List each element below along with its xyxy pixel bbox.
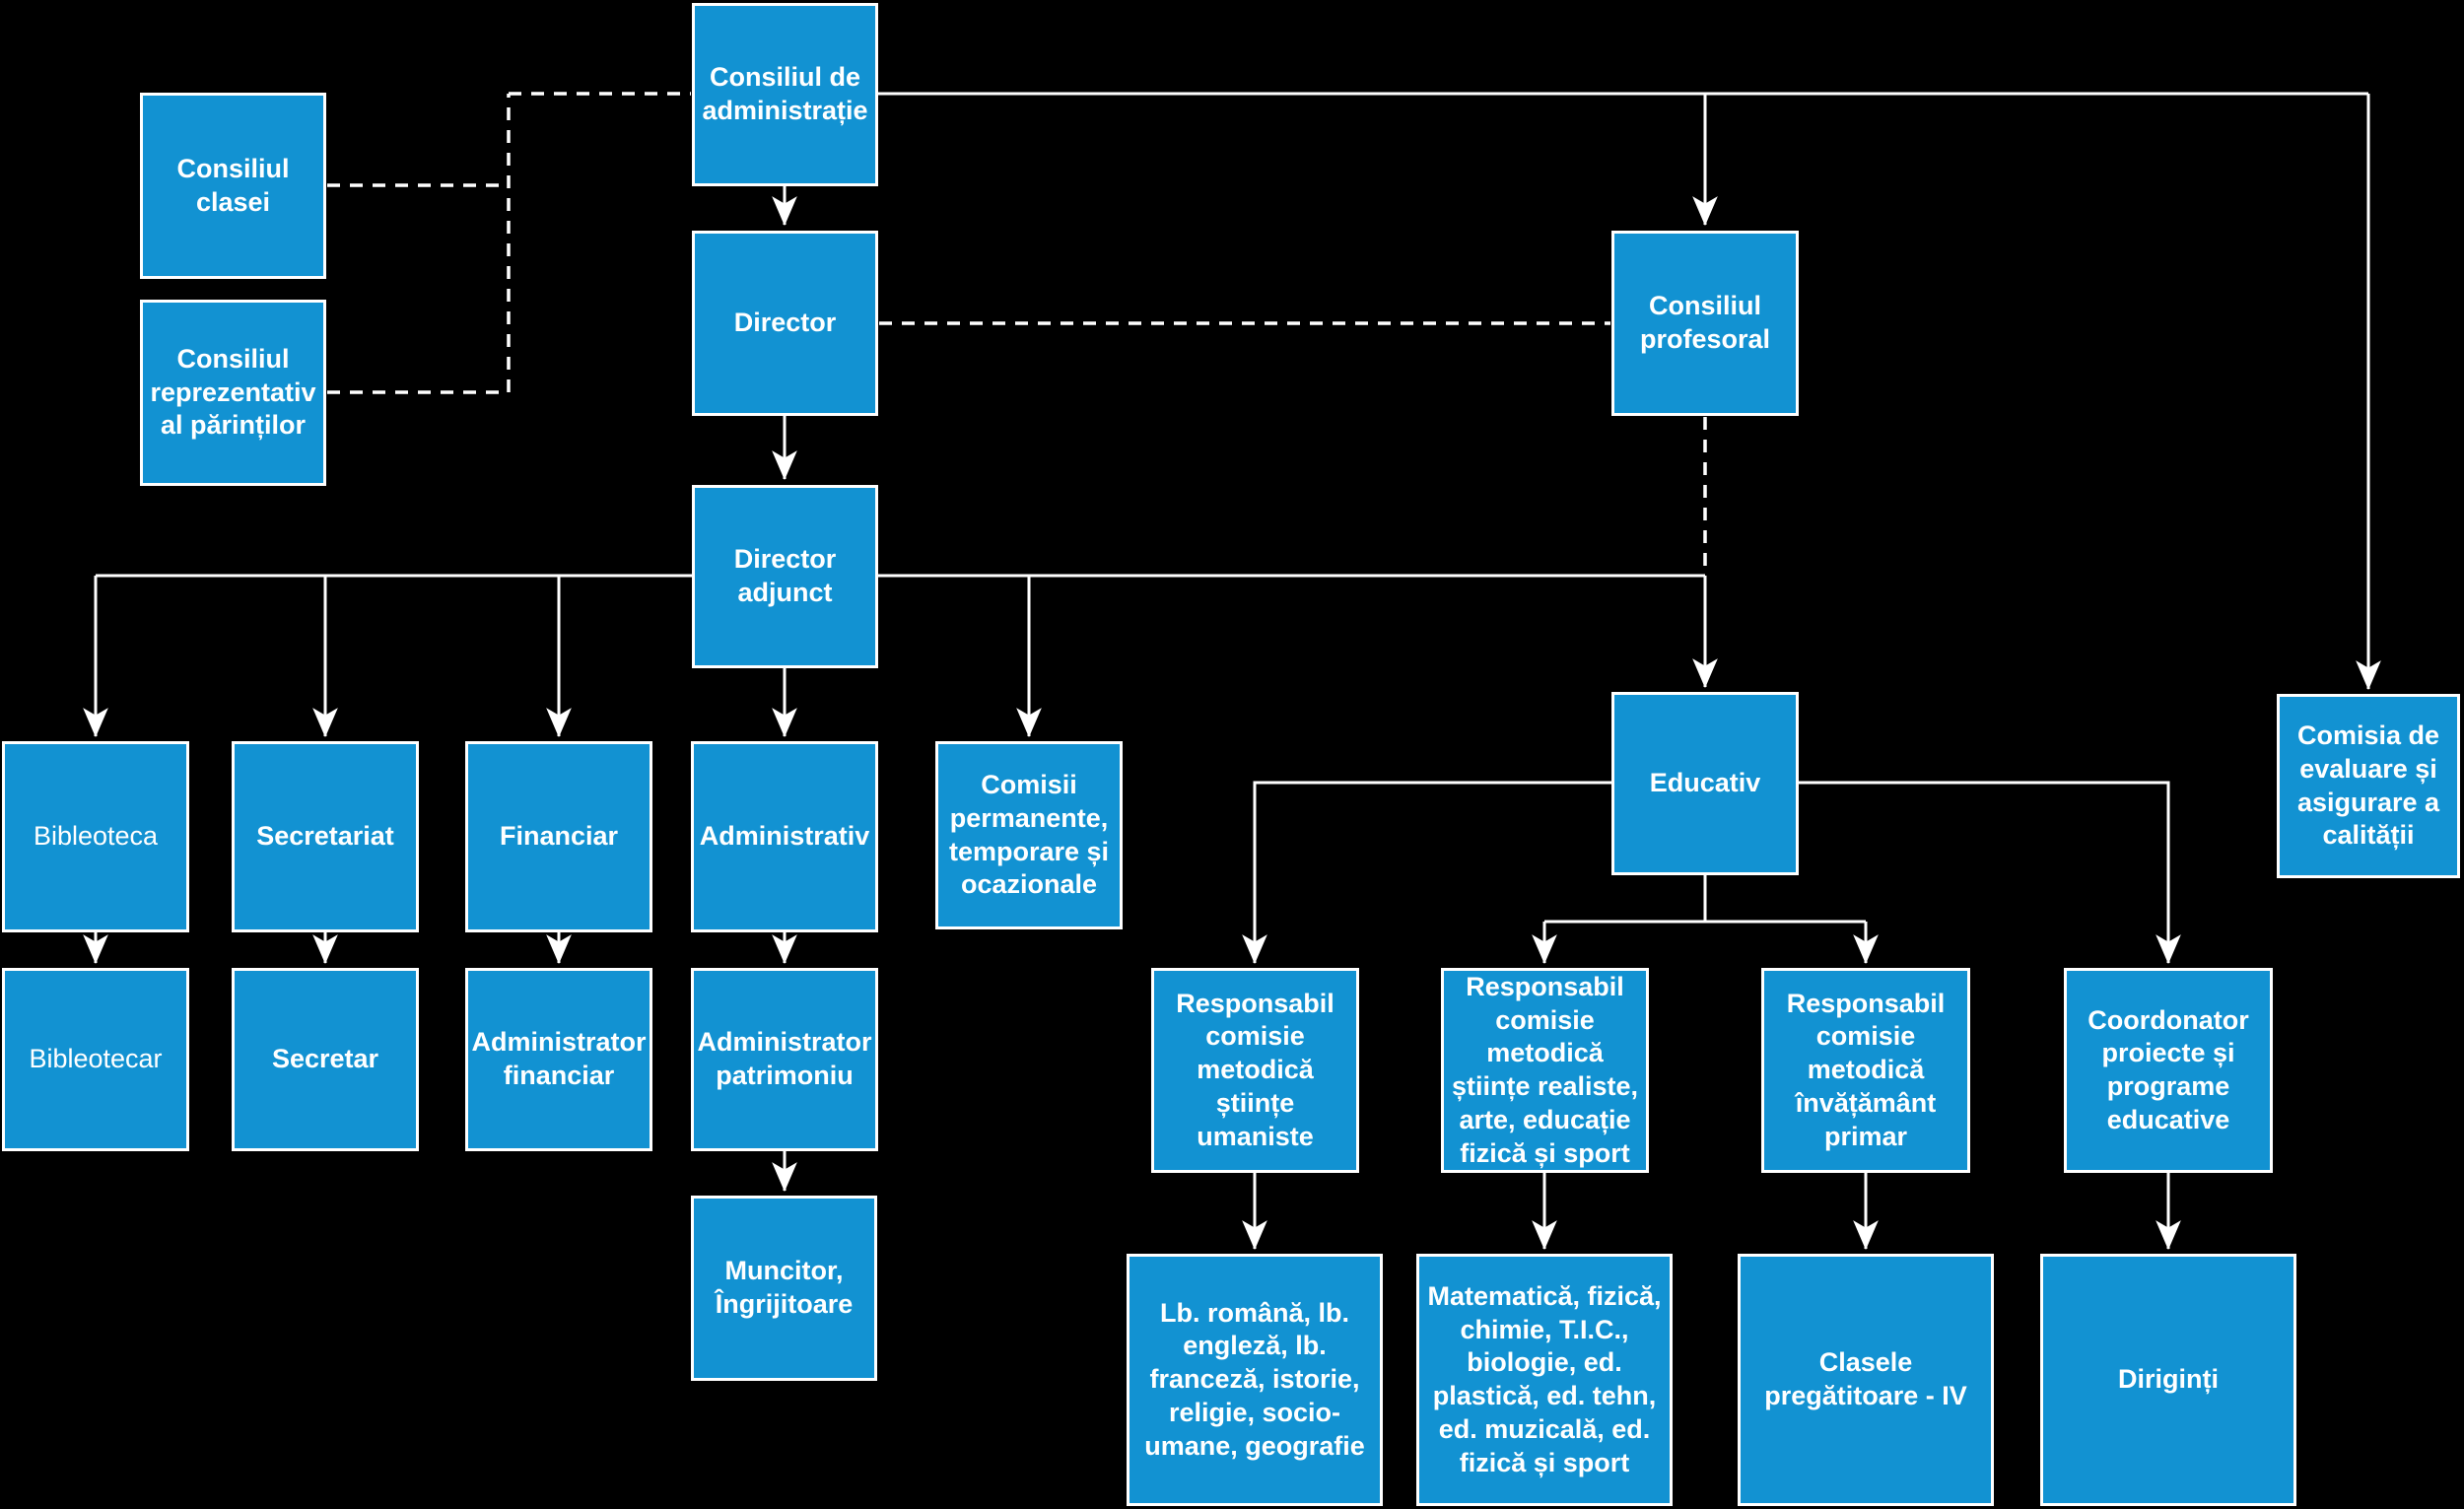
edge-educativ-bottom-stem <box>1544 875 1866 924</box>
node-label: Consiliul profesoral <box>1639 291 1771 354</box>
node-label: Financiar <box>499 821 619 852</box>
node-secretariat: Secretariat <box>232 741 419 932</box>
node-label: Responsabil comisie metodică științe uma… <box>1176 988 1335 1151</box>
node-label: Secretar <box>271 1044 379 1074</box>
node-label: Secretariat <box>256 821 394 852</box>
node-label: Bibleotecar <box>29 1044 163 1074</box>
node-label: Consiliul clasei <box>176 153 290 217</box>
node-consiliul-reprezentativ-parinti: Consiliul reprezentativ al părinților <box>140 300 326 486</box>
node-label: Director <box>733 308 837 338</box>
node-comisii-permanente: Comisii permanente, temporare și ocazion… <box>935 741 1123 929</box>
node-muncitor-ingrijitoare: Muncitor, Îngrijitoare <box>691 1196 877 1381</box>
node-label: Comisia de evaluare și asigurare a calit… <box>2296 720 2440 851</box>
node-consiliul-clasei: Consiliul clasei <box>140 93 326 279</box>
node-label: Comisii permanente, temporare și ocazion… <box>948 770 1110 900</box>
node-comisia-evaluare: Comisia de evaluare și asigurare a calit… <box>2277 694 2460 878</box>
node-bibleoteca: Bibleoteca <box>2 741 189 932</box>
node-label: Administrator financiar <box>471 1027 647 1090</box>
node-label: Lb. română, lb. engleză, lb. franceză, i… <box>1144 1297 1365 1461</box>
node-educativ: Educativ <box>1611 692 1799 875</box>
node-secretar: Secretar <box>232 968 419 1151</box>
node-label: Administrator patrimoniu <box>697 1027 872 1090</box>
node-label: Diriginți <box>2118 1364 2219 1395</box>
node-bibleotecar: Bibleotecar <box>2 968 189 1151</box>
node-label: Responsabil comisie metodică învățământ … <box>1786 988 1946 1151</box>
node-label: Coordonator proiecte și programe educati… <box>2088 1004 2249 1134</box>
node-responsabil-realiste: Responsabil comisie metodică științe rea… <box>1441 968 1649 1173</box>
node-responsabil-primar: Responsabil comisie metodică învățământ … <box>1761 968 1970 1173</box>
node-label: Bibleoteca <box>33 821 159 852</box>
node-administrator-patrimoniu: Administrator patrimoniu <box>691 968 878 1151</box>
node-director: Director <box>692 231 878 416</box>
edge-educativ-respumaniste <box>1242 781 1613 965</box>
node-lb-romana-grup: Lb. română, lb. engleză, lb. franceză, i… <box>1127 1254 1383 1506</box>
node-financiar: Financiar <box>465 741 652 932</box>
node-matematica-grup: Matematică, fizică, chimie, T.I.C., biol… <box>1416 1254 1673 1506</box>
node-label: Consiliul de administrație <box>702 62 868 125</box>
node-director-adjunct: Director adjunct <box>692 485 878 668</box>
node-label: Administrativ <box>699 821 870 852</box>
node-clasele-pregatitoare: Clasele pregătitoare - IV <box>1738 1254 1994 1506</box>
node-diriginti: Diriginți <box>2040 1254 2296 1506</box>
node-responsabil-umaniste: Responsabil comisie metodică științe uma… <box>1151 968 1359 1173</box>
edge-educativ-coordonator <box>1797 781 2181 965</box>
node-label: Muncitor, Îngrijitoare <box>715 1256 854 1319</box>
node-administrativ: Administrativ <box>691 741 878 932</box>
node-consiliul-administratie: Consiliul de administrație <box>692 3 878 186</box>
node-label: Educativ <box>1649 768 1761 798</box>
node-consiliul-profesoral: Consiliul profesoral <box>1611 231 1799 416</box>
node-label: Consiliul reprezentativ al părinților <box>150 343 316 441</box>
node-label: Matematică, fizică, chimie, T.I.C., biol… <box>1427 1280 1662 1477</box>
node-label: Director adjunct <box>733 544 837 607</box>
node-administrator-financiar: Administrator financiar <box>465 968 652 1151</box>
node-label: Clasele pregătitoare - IV <box>1764 1347 1967 1410</box>
node-coordonator-proiecte: Coordonator proiecte și programe educati… <box>2064 968 2273 1173</box>
node-label: Responsabil comisie metodică științe rea… <box>1451 971 1639 1168</box>
